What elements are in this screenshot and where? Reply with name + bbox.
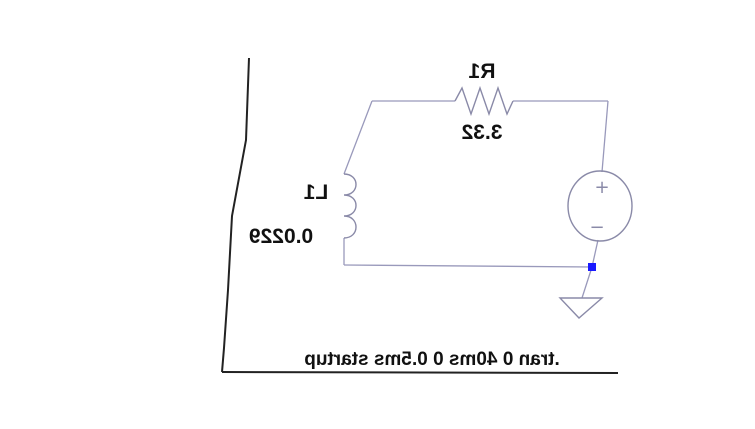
page-border-left	[221, 57, 250, 373]
inductor-ref-label: L1	[303, 181, 328, 204]
wire-right-top	[601, 100, 609, 173]
resistor-ref-label: R1	[468, 60, 495, 83]
wire-source-bottom	[591, 239, 599, 268]
inductor-value-label: 0.0229	[249, 225, 313, 248]
source-plus-sign: +	[594, 177, 609, 198]
inductor-l1	[343, 173, 357, 239]
voltage-source	[567, 170, 633, 242]
wire-ground	[581, 266, 593, 299]
ground-symbol	[558, 297, 604, 319]
resistor-r1	[454, 85, 514, 117]
spice-directive: .tran 0 40ms 0 0.5ms startup	[304, 349, 560, 370]
wire-bottom	[343, 264, 593, 268]
node-dot	[588, 263, 596, 271]
page-border-bottom	[221, 371, 619, 374]
resistor-value-label: 3.32	[462, 121, 503, 144]
source-minus-sign: −	[589, 217, 604, 238]
wires	[343, 100, 609, 299]
wire-left-top	[343, 100, 373, 175]
